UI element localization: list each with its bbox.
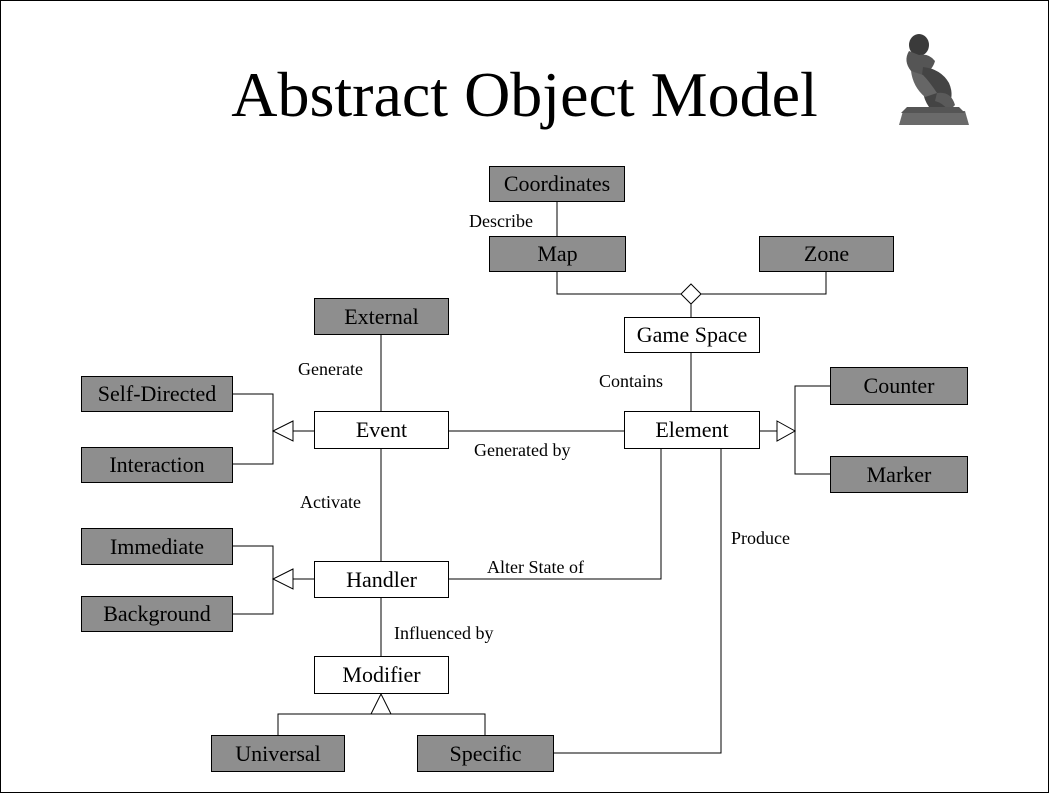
- marker-box: Marker: [830, 456, 968, 493]
- influenced-by-label: Influenced by: [394, 623, 494, 643]
- aggregation-diamond: [680, 283, 702, 305]
- thinker-statue-icon: [899, 34, 969, 125]
- specific-box: Specific: [417, 735, 554, 772]
- generated-by-label: Generated by: [474, 440, 571, 460]
- alter-state-of-label: Alter State of: [487, 557, 584, 577]
- interaction-box: Interaction: [81, 447, 233, 483]
- universal-box: Universal: [211, 735, 345, 772]
- modifier-box: Modifier: [314, 656, 449, 694]
- activate-label: Activate: [300, 492, 361, 512]
- self-directed-box: Self-Directed: [81, 376, 233, 412]
- event-box: Event: [314, 411, 449, 449]
- game-space-box: Game Space: [624, 317, 760, 353]
- generate-label: Generate: [298, 359, 363, 379]
- zone-box: Zone: [759, 236, 894, 272]
- external-box: External: [314, 298, 449, 335]
- immediate-box: Immediate: [81, 528, 233, 565]
- slide-title: Abstract Object Model: [231, 59, 818, 130]
- counter-box: Counter: [830, 367, 968, 405]
- produce-label: Produce: [731, 528, 790, 548]
- describe-label: Describe: [469, 211, 533, 231]
- element-box: Element: [624, 411, 760, 449]
- coordinates-box: Coordinates: [489, 166, 625, 202]
- contains-label: Contains: [599, 371, 664, 391]
- map-box: Map: [489, 236, 626, 272]
- handler-box: Handler: [314, 561, 449, 598]
- background-box: Background: [81, 596, 233, 632]
